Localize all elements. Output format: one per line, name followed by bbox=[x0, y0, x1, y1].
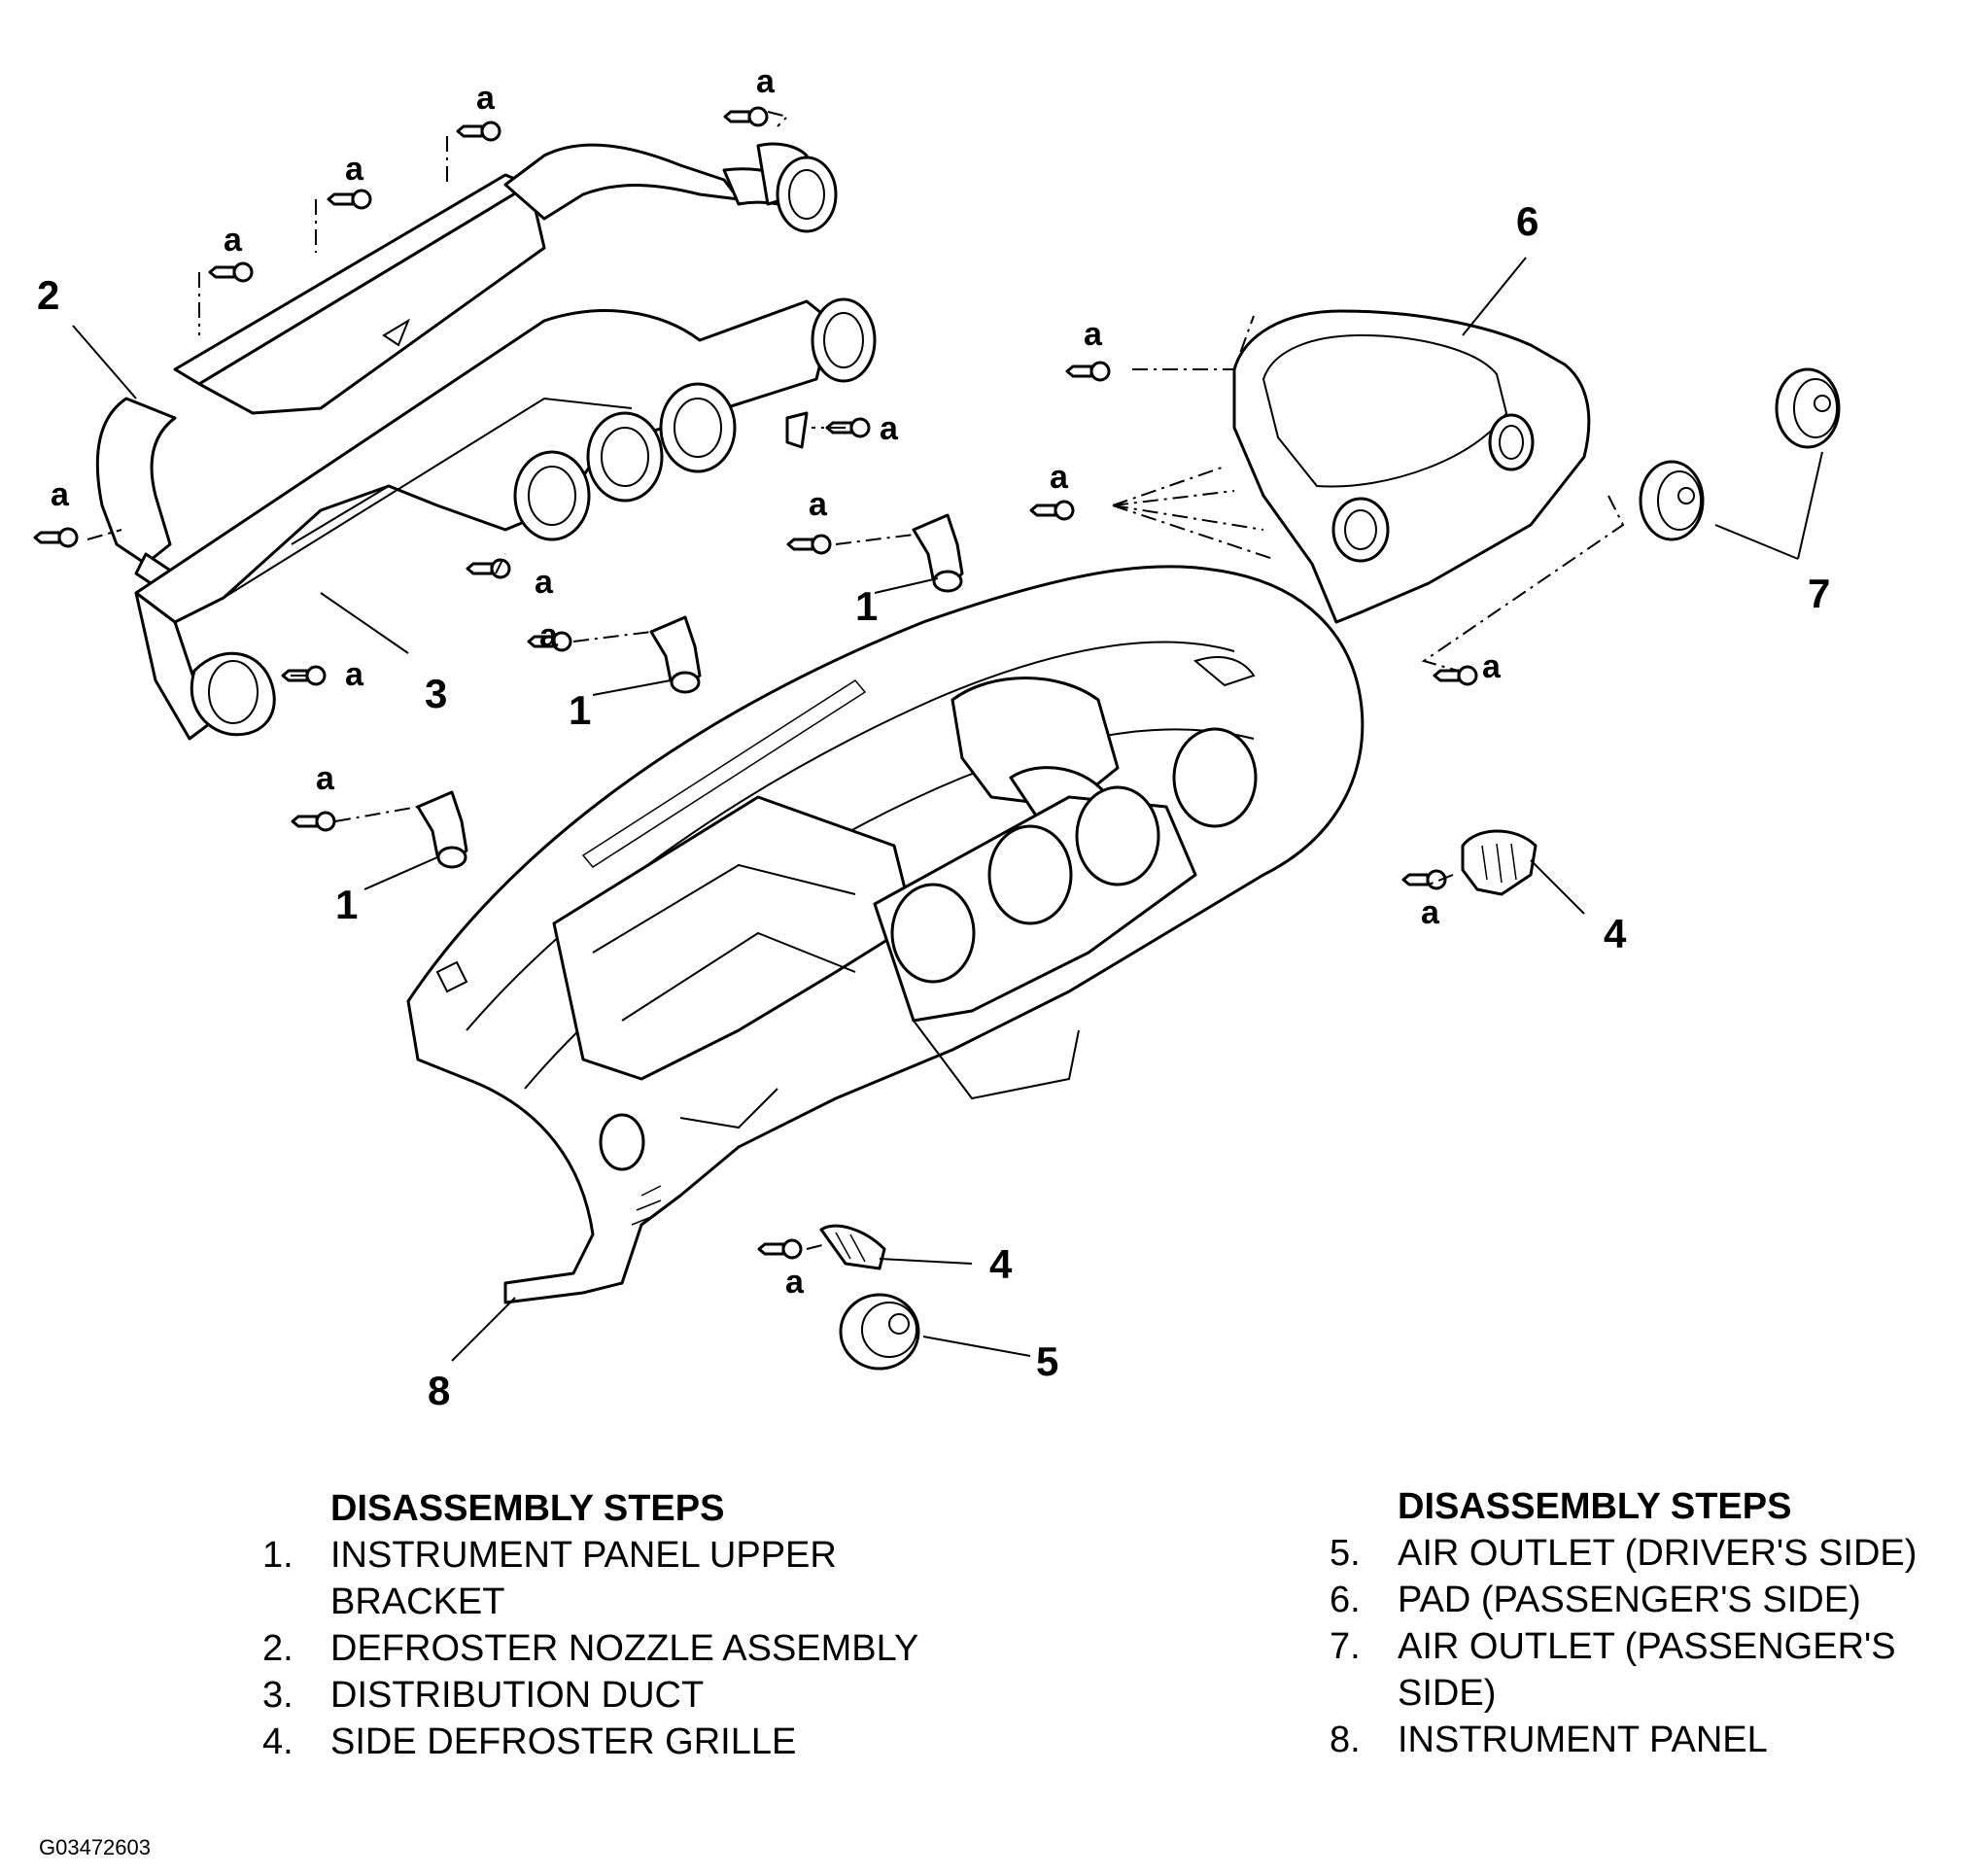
legend-step: 8. INSTRUMENT PANEL bbox=[1330, 1717, 1970, 1763]
fastener-label: a bbox=[476, 80, 496, 117]
air-outlet-passenger-1 bbox=[1639, 460, 1705, 541]
fastener-label: a bbox=[1084, 316, 1103, 353]
fastener-label: a bbox=[809, 486, 828, 523]
screw-icon bbox=[757, 1238, 803, 1260]
fastener-label: a bbox=[880, 410, 899, 447]
legend-right-list: 5. AIR OUTLET (DRIVER'S SIDE) 6. PAD (PASS… bbox=[1330, 1530, 1970, 1763]
callout-numbers: 1 1 1 2 3 4 4 5 6 7 8 bbox=[37, 198, 1830, 1413]
step-number: 8. bbox=[1330, 1720, 1361, 1760]
callout-7: 7 bbox=[1808, 571, 1830, 616]
pad-passenger-side bbox=[1232, 309, 1591, 624]
fastener-label: a bbox=[1050, 459, 1069, 496]
step-number: 7. bbox=[1330, 1626, 1361, 1667]
fastener-label: a bbox=[345, 656, 364, 693]
step-number: 1. bbox=[262, 1535, 294, 1576]
upper-bracket-2 bbox=[649, 615, 702, 694]
callout-4: 4 bbox=[1604, 911, 1627, 956]
legend-step: 4. SIDE DEFROSTER GRILLE bbox=[262, 1719, 1011, 1765]
step-text: INSTRUMENT PANEL bbox=[1398, 1720, 1768, 1760]
step-number: 4. bbox=[262, 1721, 294, 1762]
fastener-label: a bbox=[1421, 894, 1440, 931]
fastener-label: a bbox=[51, 476, 70, 513]
fastener-label: a bbox=[785, 1264, 805, 1301]
legend-right-heading: DISASSEMBLY STEPS bbox=[1398, 1486, 1792, 1527]
screw-icon bbox=[1065, 361, 1111, 382]
callout-6: 6 bbox=[1516, 198, 1538, 244]
callout-5: 5 bbox=[1036, 1338, 1058, 1384]
fastener-label: a bbox=[1482, 648, 1502, 685]
upper-bracket-3 bbox=[416, 790, 468, 869]
legend-step: 2. DEFROSTER NOZZLE ASSEMBLY bbox=[262, 1625, 1011, 1672]
legend-step: 3. DISTRIBUTION DUCT bbox=[262, 1672, 1011, 1719]
instrument-panel bbox=[406, 565, 1365, 1304]
air-outlet-passenger-2 bbox=[1775, 367, 1841, 449]
fastener-label: a bbox=[539, 617, 559, 654]
screw-icon bbox=[208, 261, 254, 283]
step-text: DISTRIBUTION DUCT bbox=[330, 1675, 705, 1716]
fastener-label: a bbox=[224, 222, 243, 259]
air-outlet-driver-side bbox=[839, 1293, 920, 1371]
attachment-lines bbox=[86, 111, 1625, 1250]
callout-1: 1 bbox=[335, 882, 358, 927]
step-text: DEFROSTER NOZZLE ASSEMBLY bbox=[330, 1628, 919, 1669]
step-number: 6. bbox=[1330, 1580, 1361, 1620]
legend-step: 5. AIR OUTLET (DRIVER'S SIDE) bbox=[1330, 1530, 1970, 1577]
step-text: PAD (PASSENGER'S SIDE) bbox=[1398, 1580, 1861, 1620]
screw-icon bbox=[327, 189, 372, 210]
fastener-label: a bbox=[535, 564, 554, 601]
screw-icon bbox=[527, 631, 572, 652]
callout-2: 2 bbox=[37, 272, 59, 318]
legend-step: 7. AIR OUTLET (PASSENGER'S SIDE) bbox=[1330, 1623, 1970, 1717]
step-text: INSTRUMENT PANEL UPPER BRACKET bbox=[330, 1535, 837, 1622]
leader-lines bbox=[72, 257, 1823, 1362]
legend-left-list: 1. INSTRUMENT PANEL UPPER BRACKET 2. DEFRO… bbox=[262, 1532, 1011, 1765]
legend-right: DISASSEMBLY STEPS 5. AIR OUTLET (DRIVER'S… bbox=[1330, 1483, 1970, 1763]
distribution-duct bbox=[134, 297, 877, 741]
step-number: 3. bbox=[262, 1675, 294, 1716]
fastener-label: a bbox=[345, 151, 364, 188]
legend-left: DISASSEMBLY STEPS 1. INSTRUMENT PANEL UPP… bbox=[262, 1485, 1011, 1765]
callout-8: 8 bbox=[428, 1368, 450, 1413]
legend-left-heading: DISASSEMBLY STEPS bbox=[330, 1488, 725, 1529]
screw-icon bbox=[466, 558, 511, 579]
fastener-label: a bbox=[316, 760, 335, 797]
screw-icon bbox=[723, 106, 769, 127]
screw-icon bbox=[456, 121, 501, 142]
fastener-label: a bbox=[756, 63, 776, 100]
screw-icon bbox=[33, 527, 79, 548]
screw-icon bbox=[1029, 500, 1075, 521]
callout-3: 3 bbox=[425, 671, 447, 716]
callout-1: 1 bbox=[855, 583, 878, 629]
step-text: AIR OUTLET (DRIVER'S SIDE) bbox=[1398, 1533, 1918, 1574]
legend-step: 6. PAD (PASSENGER'S SIDE) bbox=[1330, 1577, 1970, 1623]
screw-icon bbox=[291, 811, 336, 832]
callout-1: 1 bbox=[569, 687, 591, 733]
screw-icon bbox=[1401, 869, 1447, 890]
step-text: SIDE DEFROSTER GRILLE bbox=[330, 1721, 797, 1762]
legend-step: 1. INSTRUMENT PANEL UPPER BRACKET bbox=[262, 1532, 1011, 1625]
side-defroster-grille-right bbox=[1461, 829, 1538, 896]
step-text: AIR OUTLET (PASSENGER'S SIDE) bbox=[1398, 1626, 1896, 1714]
side-defroster-grille-left bbox=[819, 1224, 886, 1270]
step-number: 2. bbox=[262, 1628, 294, 1669]
screw-icon bbox=[786, 534, 832, 555]
figure-code: G03472603 bbox=[39, 1835, 151, 1859]
step-number: 5. bbox=[1330, 1533, 1361, 1574]
upper-bracket-1 bbox=[912, 513, 964, 593]
callout-4: 4 bbox=[989, 1241, 1013, 1287]
